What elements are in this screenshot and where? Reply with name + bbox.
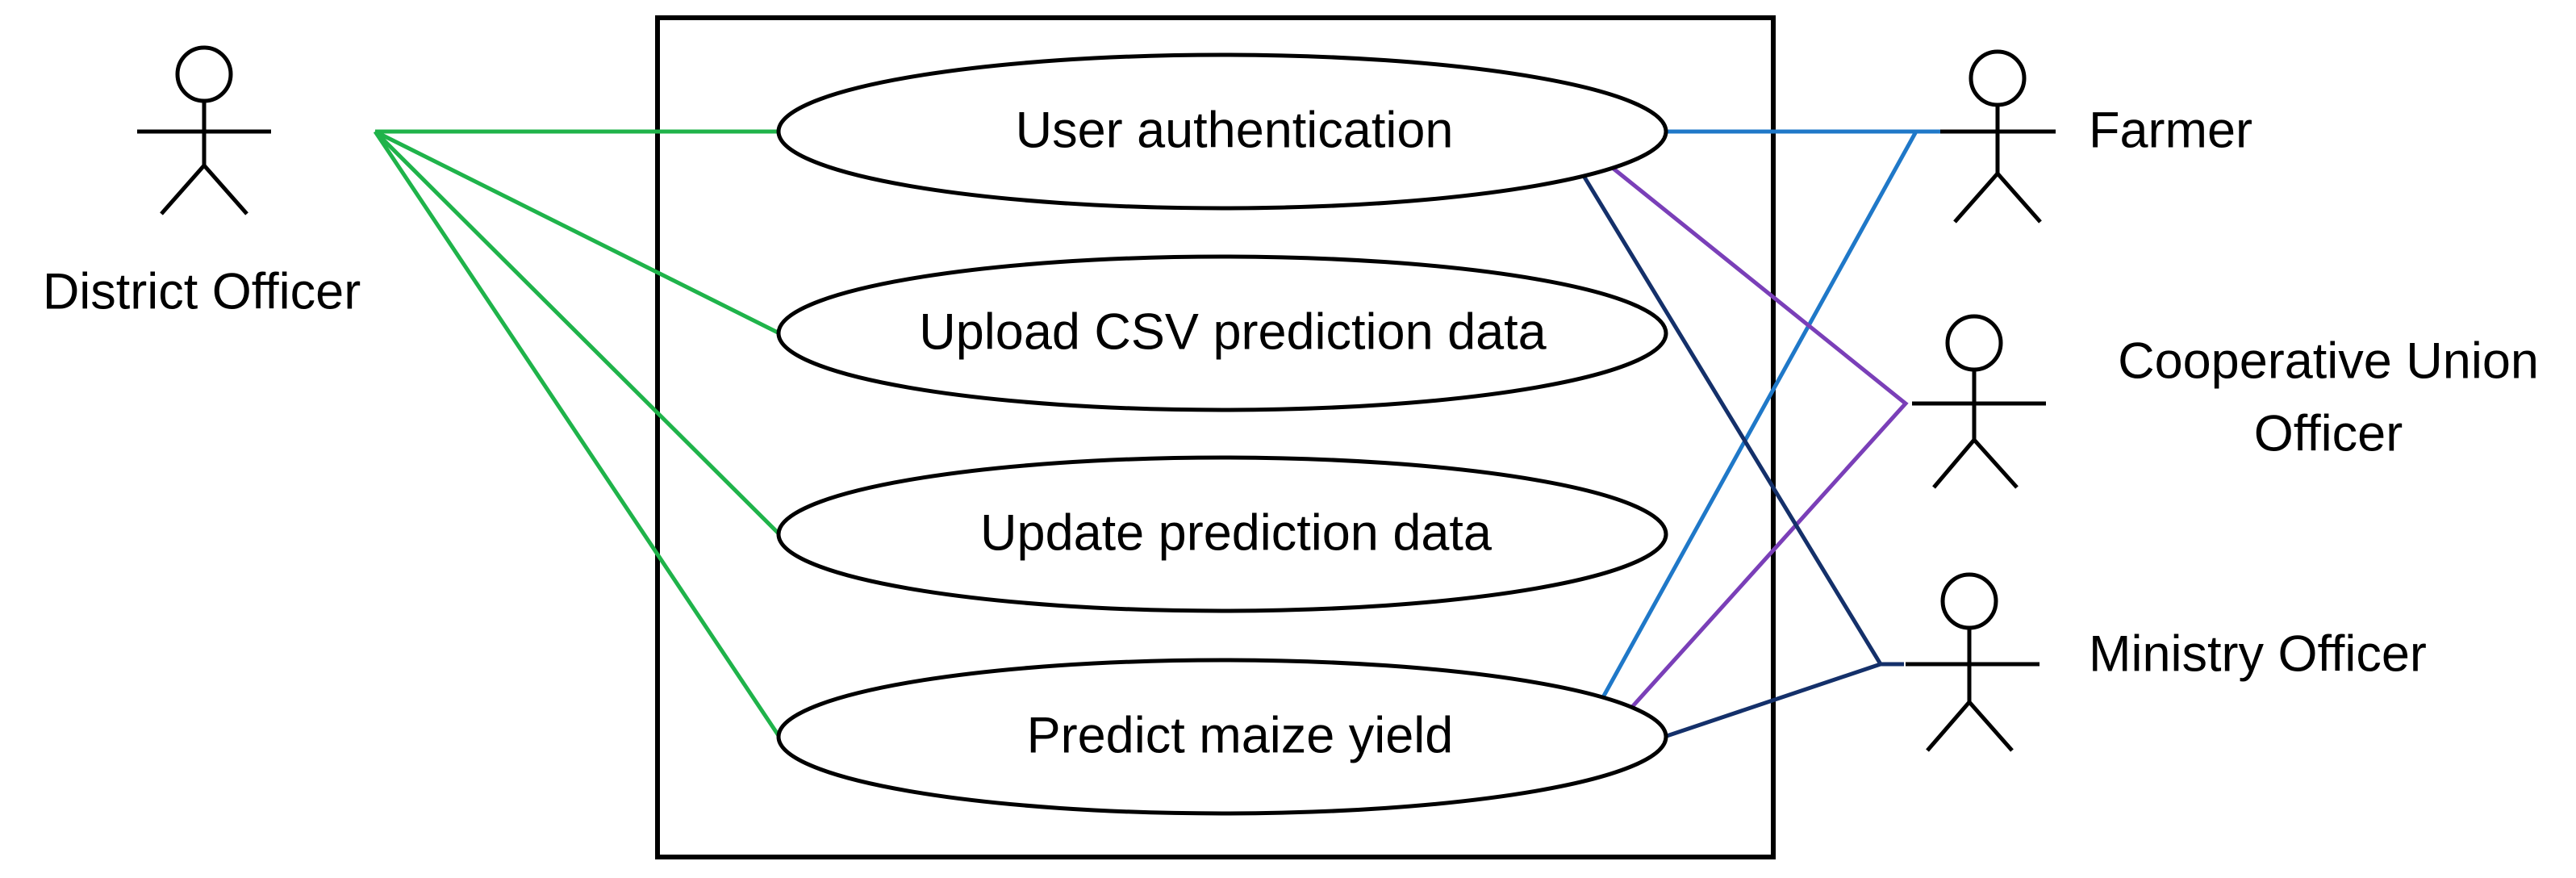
farmer-actor-icon bbox=[1940, 49, 2056, 224]
usecase-ellipse bbox=[776, 455, 1668, 613]
district-officer-actor-icon bbox=[137, 45, 271, 215]
ministry-officer-associations bbox=[1581, 174, 1904, 739]
district-to-update-link bbox=[374, 130, 781, 536]
cooperative-union-officer-label-line2: Officer bbox=[2254, 406, 2403, 462]
usecase-label: User authentication bbox=[1016, 102, 1454, 159]
cooperative-union-officer-label-line1: Cooperative Union bbox=[2118, 333, 2539, 390]
usecase-label: Update prediction data bbox=[980, 505, 1493, 562]
usecase-upload: Upload CSV prediction data bbox=[776, 254, 1668, 412]
usecase-label: Predict maize yield bbox=[1027, 708, 1454, 764]
farmer-label: Farmer bbox=[2089, 102, 2252, 159]
usecase-update: Update prediction data bbox=[776, 455, 1668, 613]
district-officer-associations bbox=[373, 129, 782, 738]
district-to-predict-link bbox=[373, 130, 782, 738]
farmer-links bbox=[1601, 129, 1920, 699]
coop-officer-associations bbox=[1608, 164, 1909, 709]
usecase-label: Upload CSV prediction data bbox=[919, 304, 1547, 361]
district-to-upload-link bbox=[374, 129, 781, 336]
system-boundary bbox=[655, 15, 1776, 859]
ministry-officer-label: Ministry Officer bbox=[2089, 626, 2427, 683]
usecase-ellipse bbox=[776, 52, 1668, 211]
usecase-ellipse bbox=[776, 658, 1668, 816]
district-officer-label: District Officer bbox=[43, 264, 361, 320]
cooperative-union-officer-actor-icon bbox=[1912, 314, 2046, 489]
ministry-officer-actor-icon bbox=[1906, 572, 2040, 752]
coop-links bbox=[1608, 164, 1909, 709]
usecase-ellipse bbox=[776, 254, 1668, 412]
usecase-predict: Predict maize yield bbox=[776, 658, 1668, 816]
usecase-auth: User authentication bbox=[776, 52, 1668, 211]
